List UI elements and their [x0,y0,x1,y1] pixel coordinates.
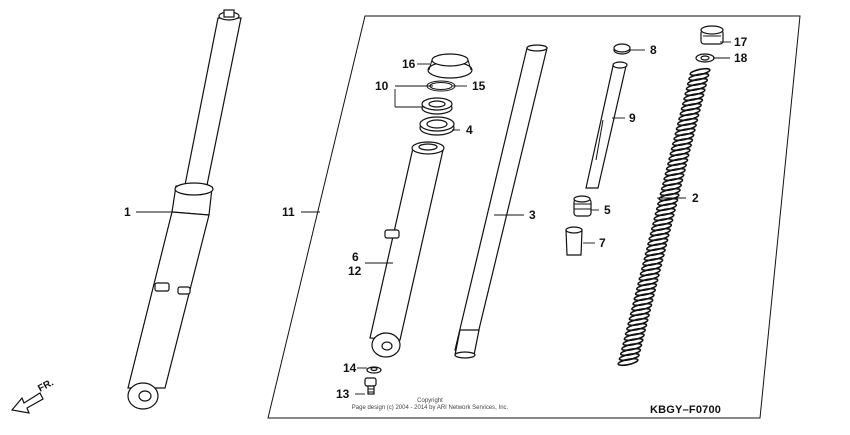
callout-3: 3 [529,208,536,222]
callout-10: 10 [375,79,389,93]
dust-seal-part-4[interactable] [419,116,455,136]
callout-13: 13 [336,387,350,401]
callout-2: 2 [692,191,699,205]
front-direction-label: FR. [36,377,56,394]
oil-lock-piece-part-7[interactable] [565,226,583,256]
fork-spring-part-2[interactable] [617,67,711,367]
callout-4: 4 [466,123,473,137]
rebound-spring-part-5[interactable] [573,195,592,217]
callout-11: 11 [282,205,295,219]
oil-seal-part-16[interactable] [427,53,473,79]
piston-ring-part-8[interactable] [613,43,631,55]
fork-pipe-part-3[interactable] [454,44,548,359]
washer-part-14[interactable] [366,366,382,374]
group-frame [267,15,801,419]
callout-6: 6 [352,250,359,264]
callout-7: 7 [599,236,606,250]
callout-15: 15 [472,79,486,93]
o-ring-part-18[interactable] [695,53,715,63]
fork-bolt-part-17[interactable] [700,25,724,45]
copyright-line-2: Page design (c) 2004 - 2014 by ARI Netwo… [351,405,509,411]
callout-12: 12 [348,264,362,278]
callout-8: 8 [650,43,657,57]
callout-labels: 1 2 3 4 5 6 12 7 8 9 10 11 13 14 15 16 1… [124,35,748,401]
callout-18: 18 [734,51,748,65]
copyright-notice: Copyright Page design (c) 2004 - 2014 by… [300,398,560,412]
socket-bolt-part-13[interactable] [364,377,377,395]
spring-coil [617,357,639,367]
callout-17: 17 [734,35,748,49]
fork-assembly-part-1[interactable] [127,9,242,410]
front-direction-arrow: FR. [10,377,56,414]
fork-piston-part-9[interactable] [585,61,628,189]
callout-16: 16 [402,57,416,71]
callout-5: 5 [604,203,611,217]
callout-14: 14 [343,361,357,375]
guide-bushing-part-10[interactable] [421,97,453,115]
fork-slider-part-6-12[interactable] [369,141,445,358]
leader-lines [136,41,731,395]
copyright-line-1: Copyright [417,398,443,404]
callout-1: 1 [124,205,131,219]
diagram-reference-code: KBGY–F0700 [650,404,722,416]
callout-9: 9 [629,111,636,125]
